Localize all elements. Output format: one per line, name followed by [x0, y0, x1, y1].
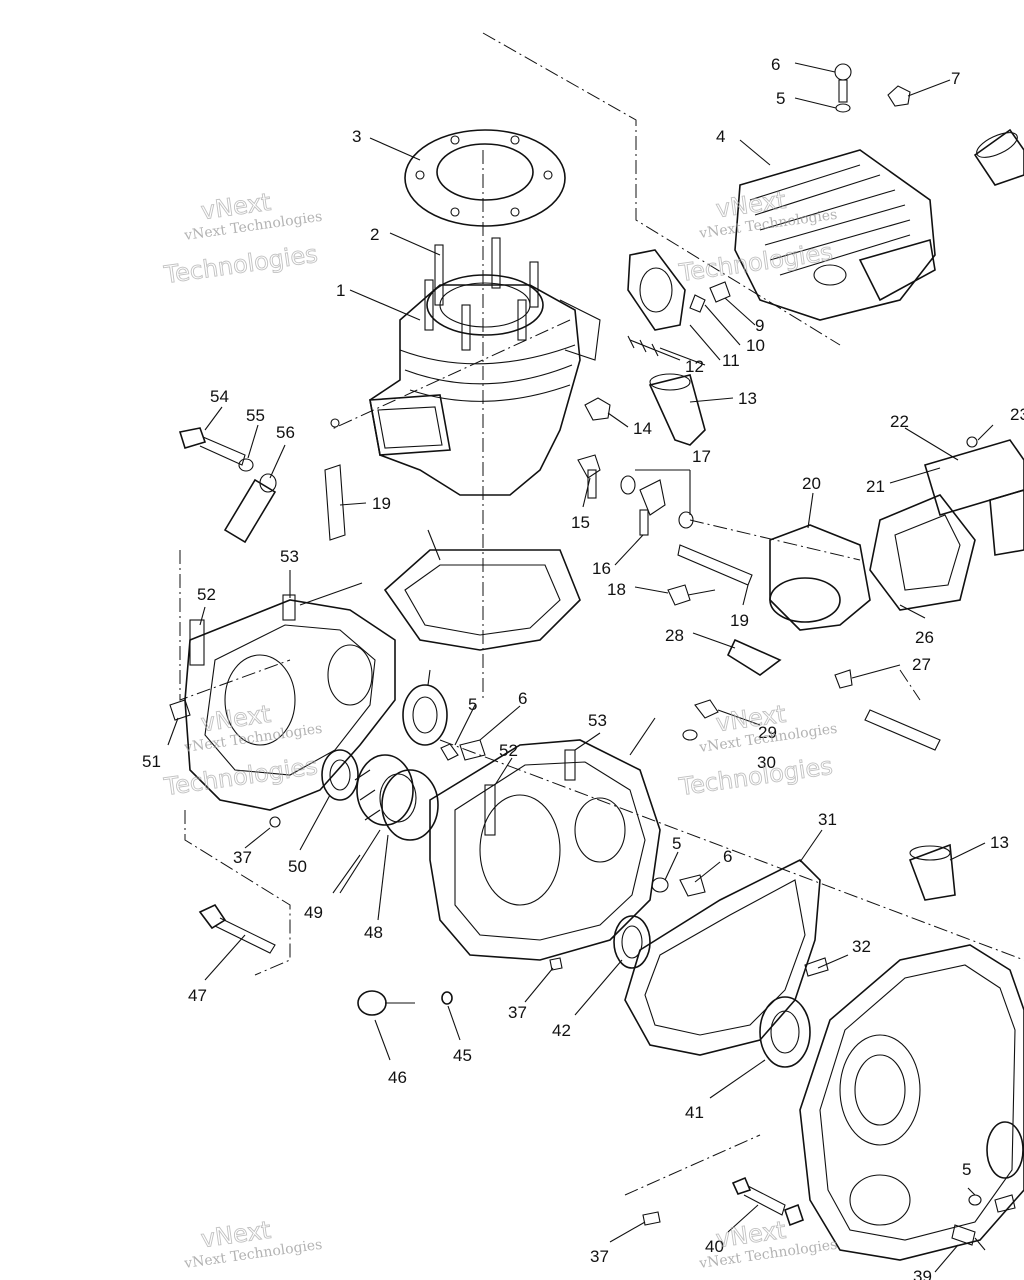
- callout-49a: 52: [197, 585, 216, 604]
- right-cover-part[interactable]: [799, 843, 1024, 1261]
- callout-6b: 6: [518, 689, 527, 708]
- callout-11: 11: [722, 351, 740, 370]
- callout-1: 1: [336, 281, 345, 300]
- callout-49b: 52: [499, 741, 518, 760]
- callout-5c: 5: [672, 834, 681, 853]
- seal-36-part: [549, 915, 651, 971]
- leader-lines: [167, 62, 994, 1273]
- callout-27: 27: [912, 655, 931, 674]
- exhaust-flange-part: [627, 249, 731, 361]
- callout-40b: 37: [508, 1003, 527, 1022]
- cylinder-part[interactable]: [330, 274, 601, 496]
- watermark-logo: Technologies: [677, 238, 835, 287]
- center-lines: [179, 32, 1024, 1196]
- bolt-51-group: [178, 427, 346, 544]
- top-elbow-part: [973, 128, 1024, 186]
- watermark-logo: Technologies: [162, 240, 320, 289]
- callout-32: 32: [852, 937, 871, 956]
- callout-13b: 13: [990, 833, 1009, 852]
- callout-3: 3: [352, 127, 361, 146]
- callout-26: 26: [915, 628, 934, 647]
- callout-29: 29: [758, 723, 777, 742]
- callout-30: 30: [757, 753, 776, 772]
- callout-4: 4: [716, 127, 725, 146]
- watermark-logo: Technologies: [677, 752, 835, 801]
- bottom-bolts-group: [642, 1176, 1016, 1251]
- callout-45: 49: [304, 903, 323, 922]
- callout-7: 7: [951, 69, 960, 88]
- callout-53: 56: [276, 423, 295, 442]
- callout-42: 45: [453, 1046, 472, 1065]
- callout-40a: 37: [233, 848, 252, 867]
- callout-23: 23: [1010, 405, 1024, 424]
- bearing-41-part: [759, 957, 829, 1068]
- callout-16: 16: [592, 559, 611, 578]
- watermarks: vNext Technologies vNext Technologies vN…: [161, 185, 838, 1272]
- callout-22: 22: [890, 412, 909, 431]
- callout-13a: 13: [738, 389, 757, 408]
- callout-14: 14: [633, 419, 652, 438]
- callout-10: 10: [746, 336, 765, 355]
- callout-21: 21: [866, 477, 885, 496]
- callout-43: 46: [388, 1068, 407, 1087]
- callout-52: 55: [246, 406, 265, 425]
- callout-36: 42: [552, 1021, 571, 1040]
- callout-2: 2: [370, 225, 379, 244]
- elbow-13-part: [648, 373, 706, 446]
- callout-37: 39: [913, 1267, 932, 1280]
- left-crankcase-part[interactable]: [169, 594, 396, 828]
- bolt-47-part: [198, 903, 276, 954]
- intake-assembly: [677, 436, 1024, 751]
- callout-48: 51: [142, 752, 161, 771]
- callout-40c: 37: [590, 1247, 609, 1266]
- watermark-logo: Technologies: [162, 752, 320, 801]
- cylinder-head-part[interactable]: [734, 63, 936, 321]
- callout-9: 9: [755, 316, 764, 335]
- callout-31: 31: [818, 810, 837, 829]
- callout-6c: 6: [723, 847, 732, 866]
- callout-12: 12: [685, 357, 704, 376]
- callout-5: 5: [776, 89, 785, 108]
- crankshaft-part[interactable]: [354, 754, 439, 841]
- callout-numbers: 6 5 7 4 3 2 1 9 10 11 12 13 14 17 15 16 …: [142, 55, 1024, 1280]
- callout-5d: 5: [962, 1160, 971, 1179]
- callout-44: 48: [364, 923, 383, 942]
- callout-18: 18: [607, 580, 626, 599]
- callout-50a: 53: [280, 547, 299, 566]
- plug-43-part: [357, 990, 453, 1016]
- callout-5b: 5: [468, 695, 477, 714]
- callout-51: 54: [210, 387, 229, 406]
- center-crankcase-part[interactable]: [429, 699, 719, 961]
- callout-50b: 53: [588, 711, 607, 730]
- callout-17: 17: [692, 447, 711, 466]
- cylinder-studs: [424, 237, 539, 351]
- callout-28: 28: [665, 626, 684, 645]
- callout-19b: 19: [372, 494, 391, 513]
- callout-46: 50: [288, 857, 307, 876]
- bearings-group: [321, 684, 486, 801]
- callout-41: 41: [685, 1103, 704, 1122]
- fittings-group: [577, 397, 716, 606]
- head-gasket-part[interactable]: [404, 129, 566, 227]
- callout-6: 6: [771, 55, 780, 74]
- callout-20: 20: [802, 474, 821, 493]
- base-gasket-part[interactable]: [383, 549, 581, 651]
- callout-47: 47: [188, 986, 207, 1005]
- callout-39: 40: [705, 1237, 724, 1256]
- callout-19a: 19: [730, 611, 749, 630]
- callout-15: 15: [571, 513, 590, 532]
